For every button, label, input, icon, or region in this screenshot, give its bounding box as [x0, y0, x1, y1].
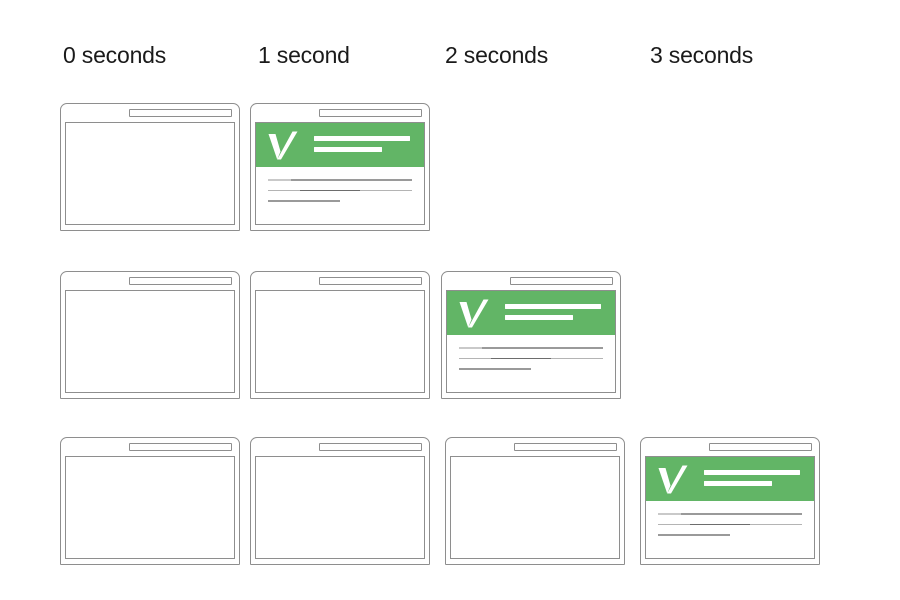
body-text-line: [658, 534, 730, 536]
page-banner: [447, 291, 615, 335]
window-loaded[interactable]: [441, 271, 621, 399]
browser-titlebar: [61, 438, 239, 456]
browser-viewport: [255, 122, 425, 225]
address-bar[interactable]: [128, 276, 232, 285]
grid-cell-r0-c0: [60, 103, 240, 233]
browser-viewport: [450, 456, 620, 559]
grid-cell-r2-c1: [250, 437, 430, 567]
window-empty[interactable]: [445, 437, 625, 565]
page-body-text: [268, 179, 412, 211]
banner-subhead-bar: [314, 147, 382, 152]
browser-titlebar: [641, 438, 819, 456]
browser-viewport: [255, 456, 425, 559]
browser-viewport: [446, 290, 616, 393]
browser-titlebar: [61, 272, 239, 290]
body-text-line: [268, 189, 412, 191]
body-text-line: [459, 357, 603, 359]
address-bar[interactable]: [509, 276, 613, 285]
checkmark-icon: [658, 465, 688, 494]
grid-cell-r2-c3: [640, 437, 820, 567]
browser-viewport: [255, 290, 425, 393]
address-bar[interactable]: [128, 108, 232, 117]
banner-headline-bar: [704, 470, 800, 475]
browser-titlebar: [61, 104, 239, 122]
column-header-3: 3 seconds: [650, 42, 754, 68]
address-bar[interactable]: [318, 276, 422, 285]
checkmark-icon: [268, 131, 298, 160]
browser-titlebar: [251, 104, 429, 122]
column-header-0: 0 seconds: [63, 42, 167, 68]
body-text-line: [459, 347, 603, 349]
body-text-line: [658, 523, 802, 525]
browser-titlebar: [251, 438, 429, 456]
body-text-line: [459, 368, 531, 370]
browser-viewport: [65, 122, 235, 225]
window-loaded[interactable]: [640, 437, 820, 565]
column-header-1: 1 second: [258, 42, 350, 68]
browser-titlebar: [446, 438, 624, 456]
page-banner: [256, 123, 424, 167]
address-bar[interactable]: [318, 108, 422, 117]
address-bar[interactable]: [318, 442, 422, 451]
browser-viewport: [65, 456, 235, 559]
banner-headline-bar: [505, 304, 601, 309]
page-banner: [646, 457, 814, 501]
browser-viewport: [645, 456, 815, 559]
window-empty[interactable]: [60, 103, 240, 231]
banner-headline-bar: [314, 136, 410, 141]
window-empty[interactable]: [250, 271, 430, 399]
browser-titlebar: [442, 272, 620, 290]
checkmark-icon: [459, 299, 489, 328]
banner-subhead-bar: [505, 315, 573, 320]
grid-cell-r2-c0: [60, 437, 240, 567]
grid-cell-r0-c1: [250, 103, 430, 233]
column-header-2: 2 seconds: [445, 42, 549, 68]
banner-subhead-bar: [704, 481, 772, 486]
body-text-line: [658, 513, 802, 515]
grid-cell-r1-c1: [250, 271, 430, 401]
window-empty[interactable]: [250, 437, 430, 565]
row-load-at-3s: [0, 437, 900, 567]
browser-viewport: [65, 290, 235, 393]
row-load-at-1s: [0, 103, 900, 233]
body-text-line: [268, 200, 340, 202]
window-loaded[interactable]: [250, 103, 430, 231]
grid-cell-r2-c2: [445, 437, 625, 567]
grid-cell-r1-c0: [60, 271, 240, 401]
window-empty[interactable]: [60, 271, 240, 399]
page-body-text: [658, 513, 802, 545]
window-empty[interactable]: [60, 437, 240, 565]
address-bar[interactable]: [708, 442, 812, 451]
address-bar[interactable]: [513, 442, 617, 451]
grid-cell-r1-c2: [441, 271, 621, 401]
page-body-text: [459, 347, 603, 379]
row-load-at-2s: [0, 271, 900, 401]
browser-titlebar: [251, 272, 429, 290]
address-bar[interactable]: [128, 442, 232, 451]
body-text-line: [268, 179, 412, 181]
